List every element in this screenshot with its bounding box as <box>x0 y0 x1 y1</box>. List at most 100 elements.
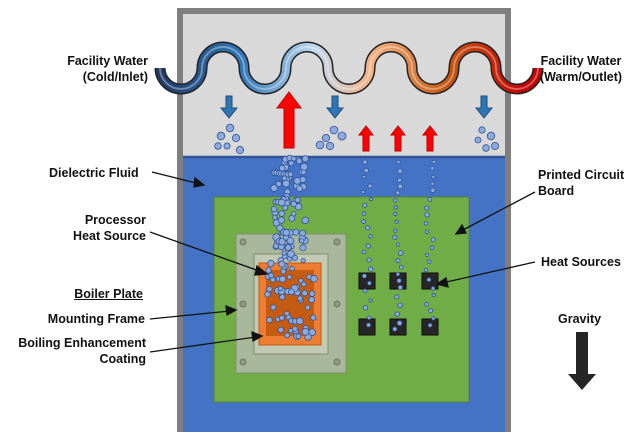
bubble <box>275 180 282 187</box>
label-text: Gravity <box>558 312 602 326</box>
bubble <box>395 242 401 247</box>
bubble <box>301 216 309 225</box>
bubble <box>289 265 295 272</box>
bubble <box>277 198 286 207</box>
bubble <box>430 237 436 243</box>
bubble <box>321 133 330 142</box>
bubble <box>278 164 286 172</box>
bubble <box>308 296 316 304</box>
bubble <box>295 333 302 340</box>
bubble <box>291 211 297 217</box>
leader-dielectric <box>151 171 201 185</box>
bubble <box>368 234 373 239</box>
bubble <box>282 179 291 188</box>
bubble <box>337 131 347 141</box>
vapor-arrow-large <box>276 91 302 149</box>
bubble <box>430 165 435 171</box>
bubble <box>293 177 302 185</box>
bubble <box>216 131 226 141</box>
condenser-coil <box>156 43 542 93</box>
label-text: Dielectric Fluid <box>49 166 139 180</box>
bubble <box>292 325 298 332</box>
bubble <box>308 290 316 297</box>
bubble <box>296 317 304 325</box>
bubble <box>299 229 307 237</box>
bubble <box>284 332 291 339</box>
bubble <box>368 197 373 202</box>
bubble <box>397 168 403 174</box>
bubble <box>366 315 372 320</box>
bubble <box>365 243 371 249</box>
bubble <box>428 308 434 314</box>
label-gravity: Gravity <box>558 311 601 327</box>
bubble <box>235 145 245 155</box>
bubble <box>424 212 430 218</box>
bubble <box>424 229 430 235</box>
vapor-arrows <box>276 91 439 152</box>
bubble <box>299 244 307 252</box>
bubble <box>325 141 335 151</box>
bubble <box>397 183 404 190</box>
label-processor-heat-source: Processor Heat Source <box>40 212 146 244</box>
label-text: Heat Sources <box>541 255 621 269</box>
bubble <box>277 285 284 292</box>
leader-dielectric-head <box>193 176 206 188</box>
bubble <box>393 211 398 217</box>
bubble <box>225 123 235 133</box>
label-text: (Cold/Inlet) <box>82 70 148 84</box>
leader-coating <box>149 336 257 353</box>
label-text: Heat Source <box>73 229 146 243</box>
bubble <box>282 228 290 237</box>
bubble <box>486 131 496 141</box>
bubble <box>298 278 304 284</box>
bubble <box>286 237 295 245</box>
bubble <box>299 238 305 244</box>
leader-processor <box>149 231 263 273</box>
bubble <box>360 189 366 194</box>
bubble <box>300 257 306 264</box>
gravity-arrow <box>568 332 596 390</box>
label-heat-sources: Heat Sources <box>541 254 621 270</box>
frame-screw <box>239 238 247 246</box>
bubble <box>368 298 373 303</box>
bubble <box>301 281 307 287</box>
label-facility-water-warm: Facility Water (Warm/Outlet) <box>526 53 636 85</box>
condensate-arrow <box>219 95 239 119</box>
bubble <box>286 249 295 258</box>
bubble <box>362 288 368 293</box>
leader-processor-head <box>254 264 269 276</box>
label-text: Processor <box>84 213 146 227</box>
bubble <box>424 301 429 307</box>
bubble <box>269 276 276 283</box>
bubble <box>431 292 436 298</box>
bubble <box>310 274 318 283</box>
bubble <box>393 228 398 233</box>
bubble <box>300 169 307 176</box>
bubble <box>266 285 273 293</box>
bubble <box>368 266 374 272</box>
bubble <box>364 225 371 231</box>
label-text: Facility Water <box>540 54 622 68</box>
bubble <box>288 160 295 167</box>
bubble <box>366 257 372 263</box>
bubble <box>297 295 303 302</box>
bubble <box>270 184 278 192</box>
bubble <box>304 304 311 311</box>
bubble <box>363 167 369 174</box>
bubble <box>397 250 404 256</box>
bubble <box>294 196 301 203</box>
bubble <box>393 205 398 210</box>
bubble <box>277 326 285 334</box>
bubble <box>367 183 373 189</box>
label-printed-circuit-board: Printed Circuit Board <box>538 167 624 199</box>
bubble <box>231 133 241 143</box>
label-mounting-frame: Mounting Frame <box>30 311 145 327</box>
leader-frame-head <box>225 304 238 317</box>
label-text: Coating <box>99 352 146 366</box>
bubble <box>490 141 499 150</box>
label-text: Printed Circuit <box>538 168 625 182</box>
frame-screw <box>239 300 247 308</box>
label-text: Boiler Plate <box>74 287 143 301</box>
